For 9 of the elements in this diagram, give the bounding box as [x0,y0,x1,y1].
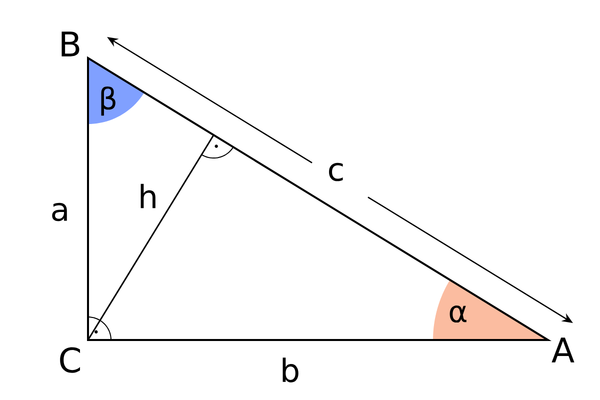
vertex-label: C [60,347,80,373]
angle-label: β [101,86,116,116]
side-label: a [52,202,67,222]
side-label: h [140,184,156,208]
angle-label: α [450,305,466,323]
side-label: b [282,358,298,382]
side-label: c [329,162,343,182]
vertex-label: B [62,32,80,56]
vertex-label: A [552,338,574,362]
